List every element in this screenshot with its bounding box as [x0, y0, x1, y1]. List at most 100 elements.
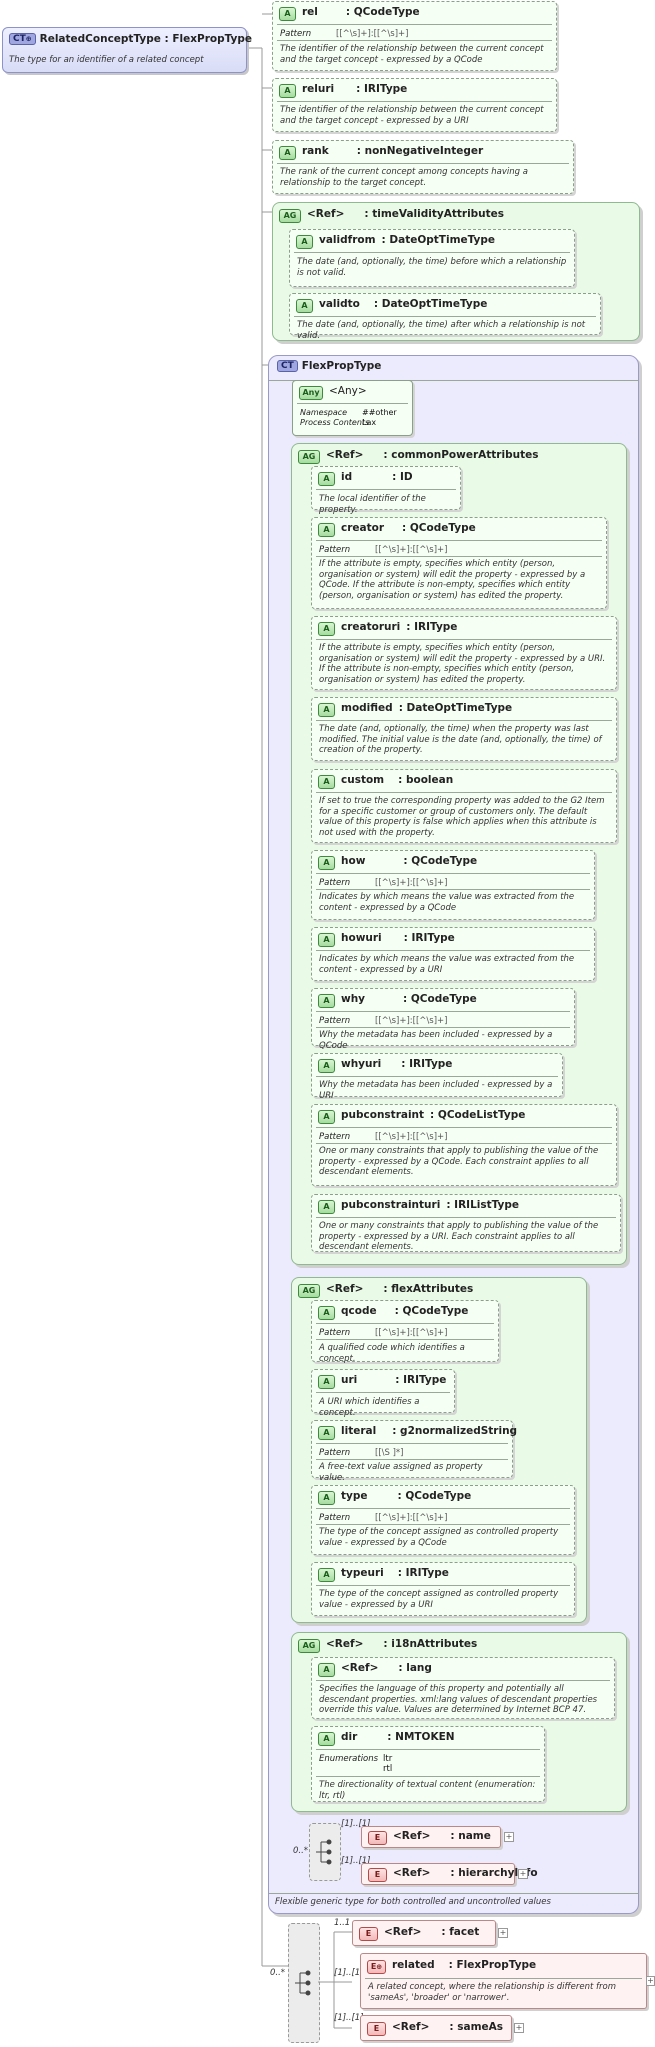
expand-icon[interactable]: + — [646, 1976, 655, 1986]
attr-type: : IRIType — [356, 83, 408, 95]
attr-name: howuri — [341, 932, 382, 944]
expand-icon[interactable]: + — [518, 1869, 528, 1879]
expand-icon[interactable]: + — [514, 2023, 524, 2033]
outer-sequence-compositor[interactable] — [288, 1923, 320, 2043]
attr-name: custom — [341, 774, 385, 786]
attribute-icon: A — [318, 1426, 335, 1440]
complex-type-icon: CT⊕ — [9, 33, 36, 45]
root-doc: The type for an identifier of a related … — [9, 55, 204, 65]
expand-icon[interactable]: + — [498, 1928, 508, 1938]
pattern-row: Pattern[[^\s]+]:[[^\s]+] — [319, 1513, 448, 1523]
sequence-compositor[interactable] — [309, 1823, 341, 1881]
attribute-group-icon: AG — [298, 1639, 320, 1653]
attribute-icon: A — [318, 1306, 335, 1320]
attr-type: : NMTOKEN — [387, 1731, 455, 1743]
attr-doc: A URI which identifies a concept. — [319, 1397, 420, 1418]
attribute-icon: A — [279, 7, 296, 21]
attribute-group-i18n[interactable]: AG<Ref>: i18nAttributes A<Ref>: lang Spe… — [291, 1632, 627, 1812]
sequence-icon — [295, 1970, 311, 1996]
pattern-row: Pattern[[^\s]+]:[[^\s]+] — [280, 29, 409, 39]
attr-type: : g2normalizedString — [392, 1425, 518, 1437]
enumeration-value: rtl — [383, 1764, 393, 1774]
divider — [316, 1011, 570, 1012]
element-name: : name — [450, 1830, 491, 1842]
pattern-row: Pattern[[^\s]+]:[[^\s]+] — [319, 1132, 448, 1142]
element-related[interactable]: E⊕related: FlexPropType A related concep… — [360, 1953, 647, 2009]
any-attribute[interactable]: Any<Any> Namespace##other Process Conten… — [292, 380, 413, 436]
divider — [277, 101, 552, 102]
expand-icon[interactable]: + — [504, 1832, 514, 1842]
attr-type: : boolean — [398, 774, 454, 786]
attr-type: : IRIType — [403, 932, 455, 944]
attr-type: : IRIListType — [446, 1199, 520, 1211]
element-facet-ref[interactable]: E<Ref>: facet — [352, 1920, 496, 1946]
attr-doc: A qualified code which identifies a conc… — [319, 1343, 465, 1364]
attribute-icon: A — [318, 1568, 335, 1582]
attr-doc: Indicates by which means the value was e… — [319, 954, 575, 975]
divider — [316, 556, 602, 557]
group-ref: <Ref> — [326, 1638, 364, 1650]
attr-name: creatoruri — [341, 621, 401, 633]
root-complex-type[interactable]: CT⊕RelatedConceptType : FlexPropType The… — [2, 27, 252, 73]
namespace-row: Namespace##other — [300, 408, 397, 417]
attribute-lang[interactable]: A<Ref>: lang Specifies the language of t… — [311, 1657, 615, 1719]
divider — [297, 403, 408, 404]
attr-name: creator — [341, 522, 385, 534]
attribute-icon: A — [318, 1059, 335, 1073]
attr-doc: If the attribute is empty, specifies whi… — [319, 559, 586, 601]
element-name: : hierarchyInfo — [450, 1867, 538, 1879]
attr-name: : lang — [398, 1662, 432, 1674]
element-name-ref[interactable]: E<Ref>: name — [361, 1826, 501, 1848]
divider — [316, 1749, 540, 1750]
element-doc: A related concept, where the relationshi… — [368, 1982, 616, 2003]
root-title: CT⊕RelatedConceptType : FlexPropType — [9, 33, 252, 45]
element-hierarchyinfo-ref[interactable]: E<Ref>: hierarchyInfo — [361, 1863, 538, 1885]
attr-doc: Indicates by which means the value was e… — [319, 892, 575, 913]
element-ref: <Ref> — [384, 1926, 422, 1938]
attr-name: validfrom — [319, 234, 376, 246]
attr-type: : QCodeType — [403, 855, 478, 867]
attr-doc: Why the metadata has been included - exp… — [319, 1030, 553, 1051]
attr-name: qcode — [341, 1305, 377, 1317]
element-cardinality: [1]..[1] — [341, 1819, 371, 1829]
sequence-cardinality: 0..* — [293, 1846, 309, 1856]
element-ref: <Ref> — [392, 2021, 430, 2033]
attribute-group-icon: AG — [298, 1284, 320, 1298]
attribute-icon: A — [318, 1491, 335, 1505]
divider — [316, 1323, 494, 1324]
element-sameas-ref[interactable]: E<Ref>: sameAs — [360, 2015, 512, 2041]
attr-name: id — [341, 471, 353, 483]
element-icon: E — [367, 2022, 386, 2036]
divider — [316, 889, 590, 890]
element-ref: <Ref> — [393, 1830, 431, 1842]
group-name: : flexAttributes — [383, 1283, 474, 1295]
attr-name: how — [341, 855, 366, 867]
